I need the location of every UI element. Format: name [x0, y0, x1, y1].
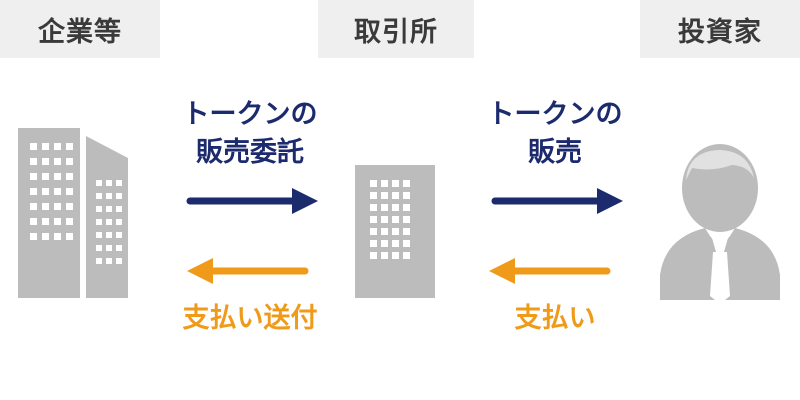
label-payment: 支払い	[514, 303, 596, 334]
label-payment-remittance: 支払い送付	[182, 303, 318, 334]
label-line-1: トークンの	[487, 99, 623, 130]
label-line-2: 販売委託	[196, 137, 304, 168]
building-icon	[355, 165, 435, 298]
header-investor: 投資家	[640, 0, 800, 58]
arrow-token-sale	[491, 188, 623, 214]
label-token-sale: トークンの 販売	[470, 96, 640, 172]
header-exchange: 取引所	[318, 0, 474, 58]
label-line-1: トークンの	[182, 99, 318, 130]
arrow-payment	[489, 258, 611, 284]
header-company: 企業等	[0, 0, 160, 58]
arrow-sale-consignment	[186, 188, 318, 214]
label-token-sale-consignment: トークンの 販売委託	[160, 96, 340, 172]
label-line-2: 販売	[528, 137, 582, 168]
arrow-payment-remittance	[187, 258, 309, 284]
businessman-icon	[660, 144, 780, 304]
office-buildings-icon	[18, 128, 128, 298]
